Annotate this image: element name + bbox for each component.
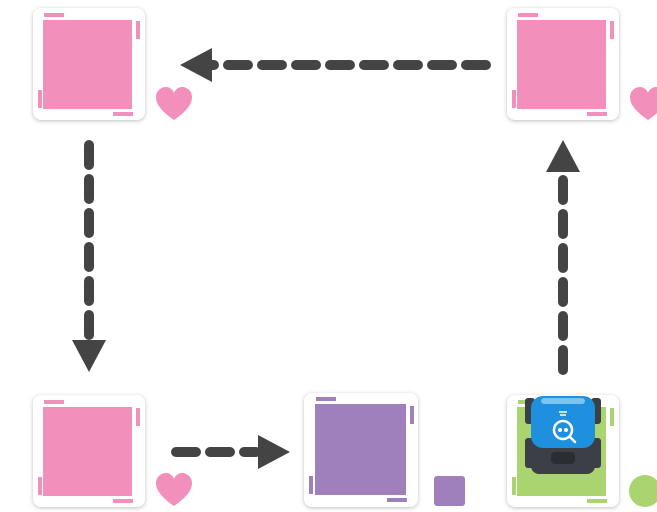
- heart-icon: [630, 87, 657, 120]
- heart-icon: [156, 87, 192, 120]
- arrow-up: [546, 140, 580, 370]
- arrow-down: [72, 145, 106, 372]
- card-top-right: [507, 8, 619, 120]
- card-bottom-left: [33, 395, 145, 507]
- heart-icon: [156, 473, 192, 506]
- square-icon: [434, 476, 465, 506]
- arrow-left: [180, 48, 486, 82]
- card-top-left: [33, 8, 145, 120]
- card-bottom-middle: [304, 393, 418, 507]
- arrow-right: [176, 435, 290, 469]
- robot-icon: [525, 396, 601, 474]
- circle-icon: [629, 475, 657, 507]
